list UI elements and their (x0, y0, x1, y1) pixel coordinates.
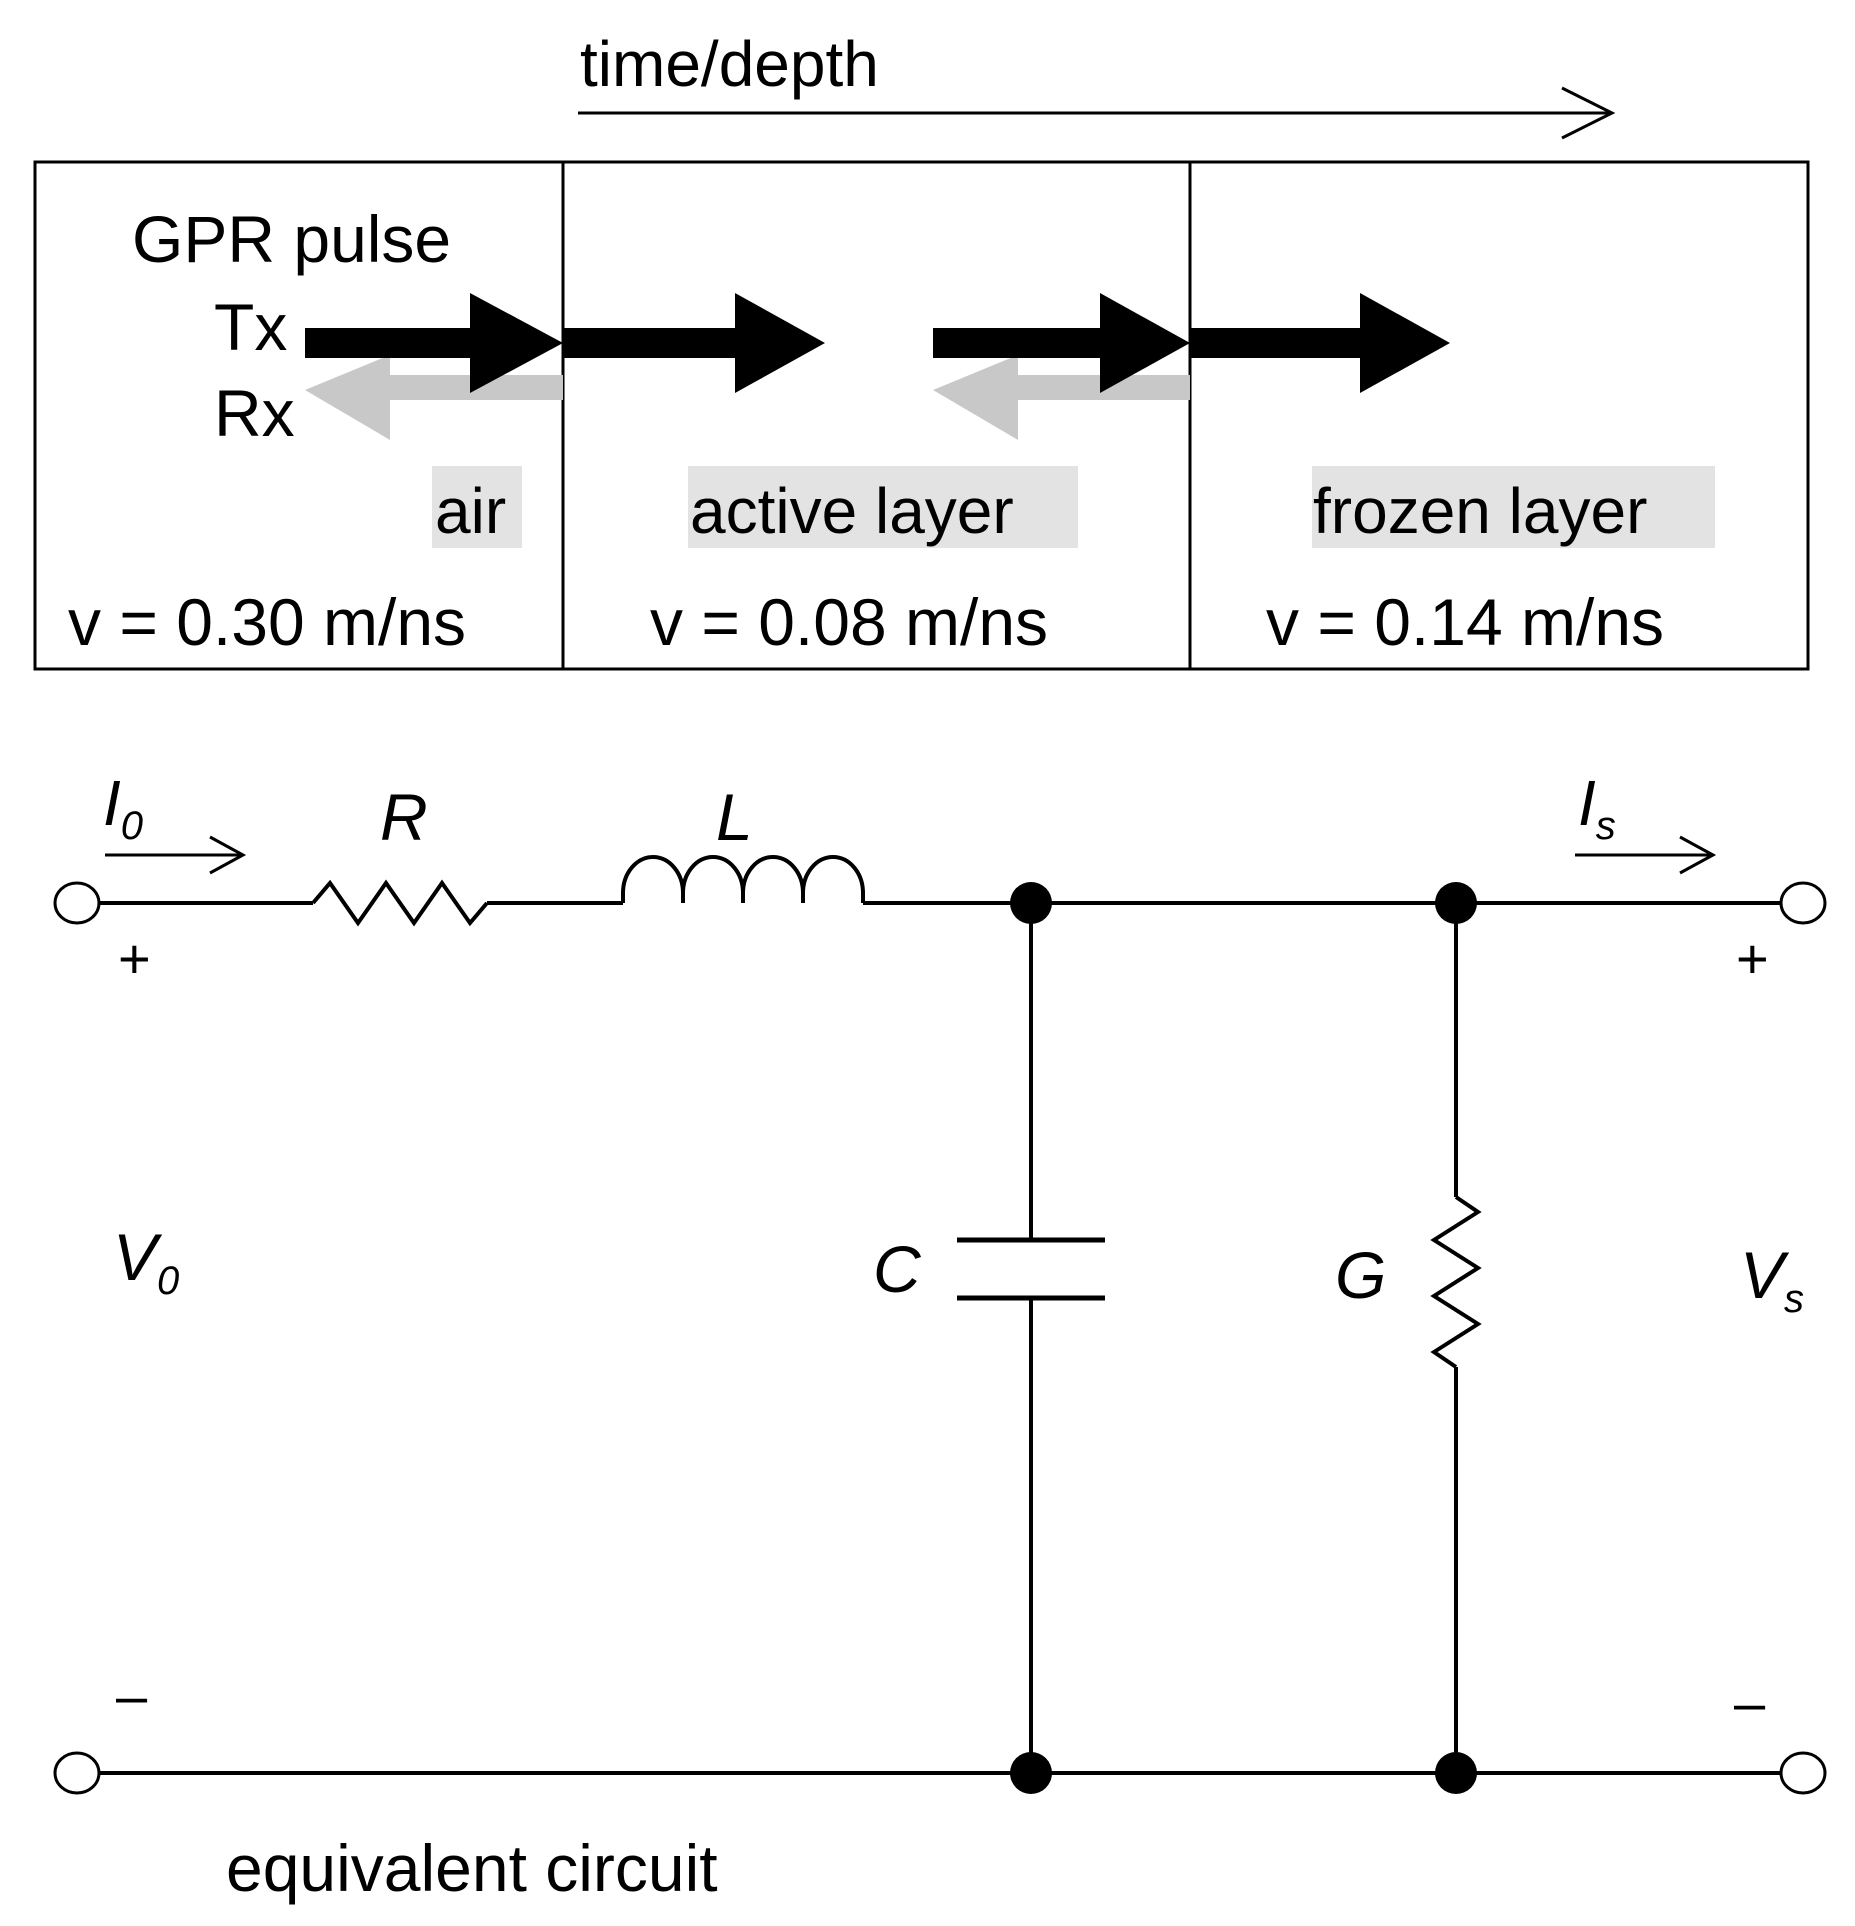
active-label-highlight (688, 466, 1078, 548)
current-in-arrow (105, 835, 247, 875)
velocity-active: v = 0.08 m/ns (650, 585, 1048, 659)
transmitted-arrow-frozen (1190, 293, 1450, 393)
current-out-arrow (1575, 835, 1717, 875)
minus-in-label: – (116, 1664, 148, 1727)
tx-label: Tx (214, 290, 287, 364)
circuit-caption: equivalent circuit (226, 1831, 718, 1905)
transmitted-arrow-air (305, 293, 563, 393)
inductor-label: L (716, 780, 753, 854)
resistor-g (1430, 1195, 1482, 1369)
resistor-label: R (380, 780, 428, 854)
velocity-air: v = 0.30 m/ns (68, 585, 466, 659)
minus-out-label: – (1734, 1671, 1766, 1734)
transmitted-arrow-active-1 (563, 293, 825, 393)
rx-label: Rx (214, 376, 295, 450)
reflected-arrow-interface (933, 355, 1190, 440)
velocity-frozen: v = 0.14 m/ns (1266, 585, 1664, 659)
frozen-label-highlight (1312, 466, 1715, 548)
layer-name-active: active layer (690, 475, 1014, 547)
junction-bottom-c (1010, 1752, 1052, 1794)
time-depth-axis: time/depth (578, 28, 1616, 140)
layer-panel (33, 160, 1810, 671)
top-rail (97, 855, 1783, 927)
resistor-r (311, 879, 489, 927)
junction-top-c (1010, 882, 1052, 924)
time-depth-label: time/depth (580, 28, 879, 100)
terminal-out-bottom (1779, 1751, 1827, 1795)
voltage-out-label: Vs (1740, 1238, 1804, 1321)
terminal-out-top (1779, 881, 1827, 925)
voltage-in-label: V0 (113, 1220, 179, 1303)
junction-top-g (1435, 882, 1477, 924)
transmitted-arrow-active-2 (933, 293, 1190, 393)
transmitted-pulse-arrows (305, 293, 1450, 393)
current-in-label: I0 (103, 767, 143, 848)
terminal-in-top (53, 881, 101, 925)
layer-name-air: air (435, 475, 506, 547)
capacitor-branch (957, 903, 1105, 1773)
air-label-highlight (432, 466, 522, 548)
inductor-l (621, 855, 865, 903)
capacitor-label: C (873, 1232, 922, 1306)
junction-bottom-g (1435, 1752, 1477, 1794)
terminal-in-bottom (53, 1751, 101, 1795)
reflected-arrow-surface (305, 355, 563, 440)
current-out-label: Is (1578, 767, 1616, 848)
conductance-label: G (1335, 1238, 1386, 1312)
plus-in-label: + (118, 927, 151, 990)
layer-name-frozen: frozen layer (1313, 475, 1647, 547)
gpr-pulse-label: GPR pulse (132, 202, 451, 276)
conductance-branch (1430, 903, 1482, 1773)
plus-out-label: + (1736, 927, 1769, 990)
